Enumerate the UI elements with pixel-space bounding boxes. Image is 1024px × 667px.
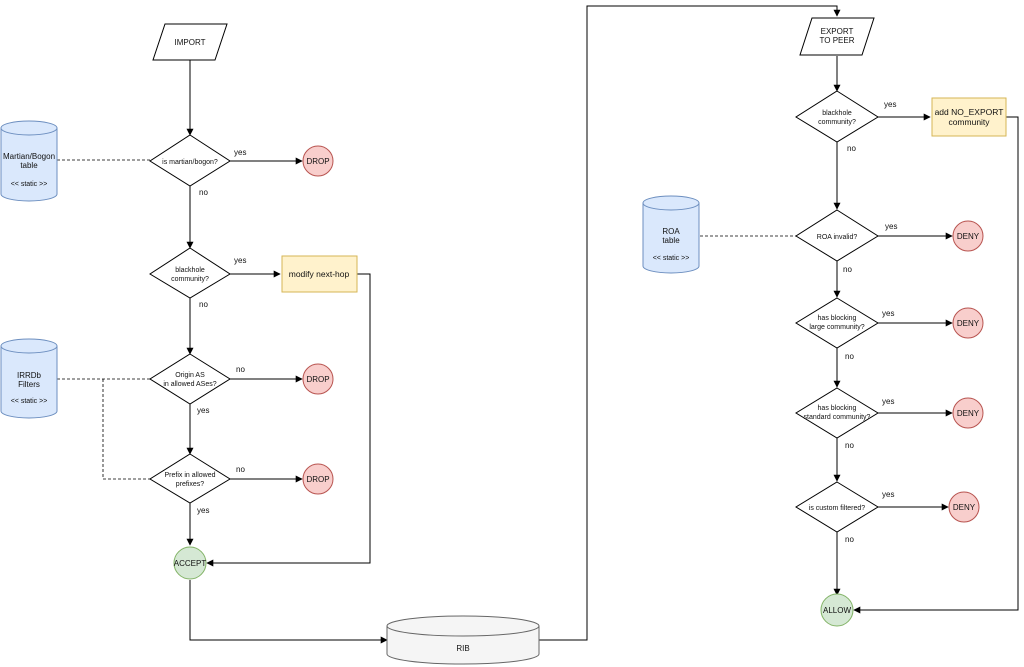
edge-label-no: no [845,441,854,450]
edge-label-yes: yes [197,406,209,415]
decision-standard-community[interactable]: has blocking standard community? [795,387,879,439]
decision-blackhole-line1: blackhole [175,267,205,274]
irrdb-db-title: IRRDb [17,371,42,380]
edge-label-yes: yes [885,222,897,231]
edge-label-yes: yes [234,148,246,157]
edge-label-no: no [199,188,208,197]
edge-label-no: no [236,465,245,474]
roa-db-subtitle: table [662,236,680,245]
deny-node-3[interactable]: DENY [952,397,984,429]
accept-label: ACCEPT [174,559,207,568]
allow-label: ALLOW [823,606,851,615]
import-start-label: IMPORT [175,38,206,47]
drop-label: DROP [306,475,329,484]
edge-label-no: no [236,365,245,374]
deny-label: DENY [957,409,980,418]
accept-node[interactable]: ACCEPT [173,546,207,580]
edge-label-no: no [199,300,208,309]
martian-db-subtitle: table [20,161,38,170]
decision-standard-line2: standard community? [804,414,871,421]
modify-nexthop-label: modify next-hop [289,269,350,279]
drop-node-3[interactable]: DROP [302,463,334,495]
edge-rib-to-export [539,5,841,641]
drop-label: DROP [306,375,329,384]
deny-label: DENY [953,503,976,512]
decision-roa-invalid[interactable]: ROA invalid? [795,209,879,262]
deny-node-2[interactable]: DENY [952,307,984,339]
roa-db-stereotype: << static >> [653,255,690,262]
drop-node-1[interactable]: DROP [302,145,334,177]
martian-db-stereotype: << static >> [11,181,48,188]
deny-node-1[interactable]: DENY [952,220,984,252]
decision-prefix-line2: prefixes? [176,481,205,488]
decision-large-line2: large community? [809,324,864,331]
roa-db-title: ROA [662,227,680,236]
martian-bogon-db[interactable]: Martian/Bogon table << static >> [0,120,58,202]
edge-accept-to-rib [189,580,388,644]
irrdb-db-subtitle: Filters [18,380,40,389]
allow-node[interactable]: ALLOW [820,593,854,627]
export-edges [833,56,1019,614]
edge-label-yes: yes [884,100,896,109]
edge-label-yes: yes [197,506,209,515]
export-start-line2: TO PEER [820,36,855,45]
add-noexport-line1: add NO_EXPORT [935,107,1004,117]
decision-origin-line2: in allowed ASes? [163,381,216,388]
rib-db[interactable]: RIB [386,615,540,665]
modify-nexthop-box[interactable]: modify next-hop [281,255,358,293]
rib-label: RIB [456,644,469,653]
decision-prefix-line1: Prefix in allowed [165,472,216,479]
import-start[interactable]: IMPORT [152,23,228,61]
decision-prefix[interactable]: Prefix in allowed prefixes? [149,453,231,504]
edge-label-no: no [845,535,854,544]
edge-label-no: no [845,352,854,361]
decision-exp-blackhole-line2: community? [818,119,856,126]
edge-nexthop-to-accept [206,273,371,567]
edge-label-yes: yes [234,256,246,265]
edge-label-no: no [843,265,852,274]
drop-label: DROP [306,157,329,166]
irrdb-filters-db[interactable]: IRRDb Filters << static >> [0,338,58,419]
decision-martian-label: is martian/bogon? [162,159,218,166]
deny-node-4[interactable]: DENY [948,491,980,523]
deny-label: DENY [957,232,980,241]
irrdb-prefix-link [102,379,150,480]
edge-noexport-to-allow [853,116,1019,614]
add-noexport-box[interactable]: add NO_EXPORT community [931,97,1007,137]
edge-label-yes: yes [882,397,894,406]
decision-origin-line1: Origin AS [175,372,205,379]
decision-export-blackhole[interactable]: blackhole community? [795,90,879,143]
edge-label-yes: yes [882,490,894,499]
decision-standard-line1: has blocking [818,405,857,412]
decision-custom-label: is custom filtered? [809,505,866,512]
decision-origin-as[interactable]: Origin AS in allowed ASes? [149,353,231,405]
edge-label-no: no [847,144,856,153]
irrdb-db-stereotype: << static >> [11,398,48,405]
add-noexport-line2: community [948,117,990,127]
drop-node-2[interactable]: DROP [302,363,334,395]
import-edges [186,5,841,644]
decision-blackhole-line2: community? [171,276,209,283]
martian-db-title: Martian/Bogon [3,152,55,161]
import-db-links [57,159,150,480]
decision-martian[interactable]: is martian/bogon? [149,134,231,187]
export-start[interactable]: EXPORT TO PEER [799,17,875,56]
decision-large-community[interactable]: has blocking large community? [795,297,879,349]
decision-custom-filtered[interactable]: is custom filtered? [795,481,879,533]
deny-label: DENY [957,319,980,328]
decision-exp-blackhole-line1: blackhole [822,110,852,117]
edge-label-yes: yes [882,309,894,318]
decision-import-blackhole[interactable]: blackhole community? [149,247,231,299]
decision-large-line1: has blocking [818,315,857,322]
roa-table-db[interactable]: ROA table << static >> [642,195,700,274]
export-start-line1: EXPORT [821,27,854,36]
decision-roa-label: ROA invalid? [817,234,858,241]
